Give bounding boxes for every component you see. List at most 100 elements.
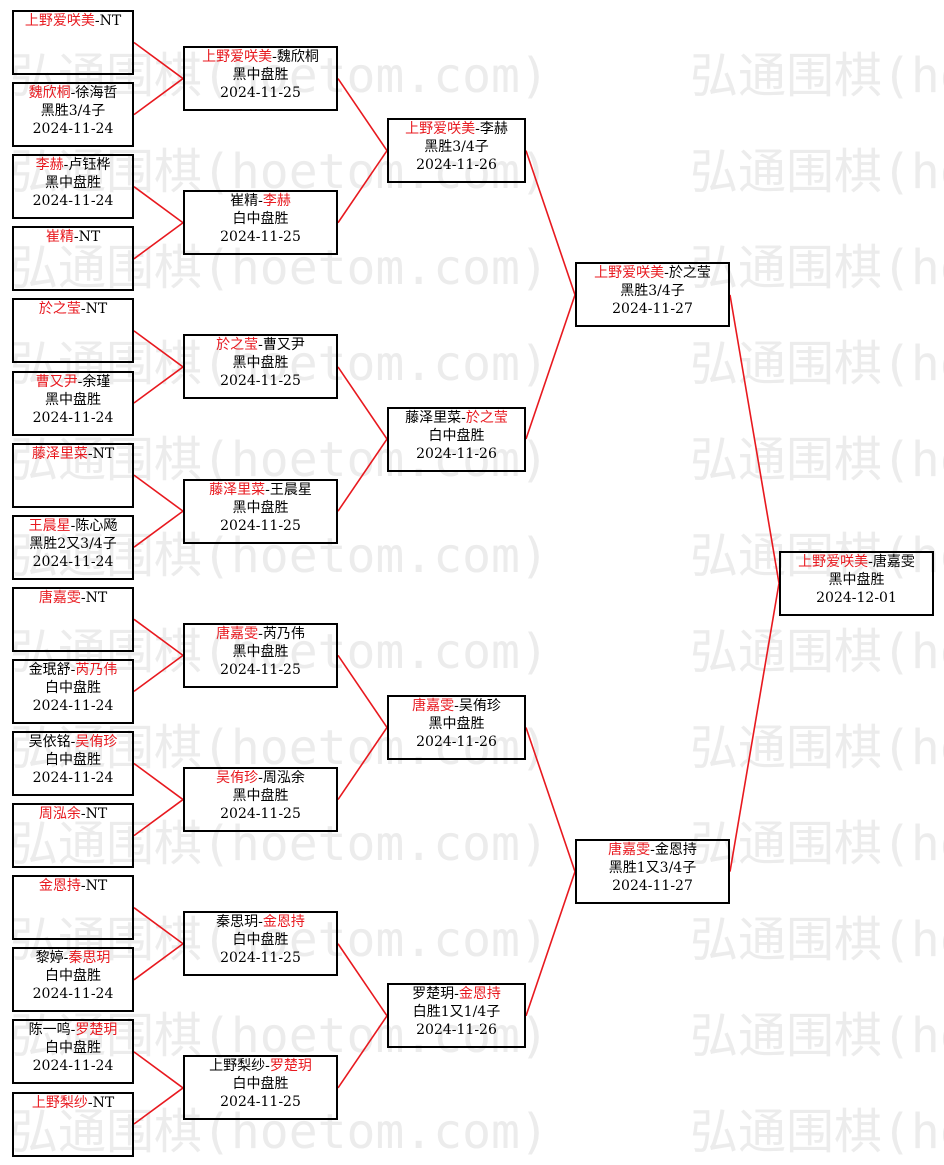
vs-dash: - bbox=[87, 446, 93, 462]
match-date: 2024-11-24 bbox=[32, 770, 114, 786]
player-a: 上野梨纱 bbox=[31, 1095, 88, 1111]
vs-dash: - bbox=[70, 518, 76, 534]
player-b: NT bbox=[85, 878, 108, 894]
match-players: 周泓余-NT bbox=[14, 805, 132, 823]
player-a: 上野梨纱 bbox=[209, 1058, 266, 1074]
player-a: 崔精 bbox=[230, 193, 259, 209]
match-date: 2024-11-27 bbox=[612, 301, 693, 317]
vs-dash: - bbox=[265, 1058, 270, 1074]
match-date: 2024-11-25 bbox=[220, 85, 301, 101]
player-a: 周泓余 bbox=[38, 806, 81, 822]
player-b: 李赫 bbox=[479, 121, 508, 137]
vs-dash: - bbox=[80, 806, 86, 822]
vs-dash: - bbox=[70, 662, 76, 678]
match-date: 2024-11-26 bbox=[416, 446, 497, 462]
player-b: 卢钰桦 bbox=[68, 157, 111, 173]
match-result: 黑胜3/4子 bbox=[40, 103, 106, 119]
vs-dash: - bbox=[63, 157, 69, 173]
match-players: 上野爱咲美-於之莹 bbox=[577, 264, 728, 282]
connector-line bbox=[133, 366, 184, 404]
player-b: 唐嘉雯 bbox=[872, 554, 915, 570]
player-b: NT bbox=[99, 13, 122, 29]
player-a: 上野爱咲美 bbox=[594, 265, 665, 281]
match-players: 秦思玥-金恩持 bbox=[185, 913, 336, 931]
player-b: 陈心飏 bbox=[75, 518, 118, 534]
match-date: 2024-11-24 bbox=[32, 193, 114, 209]
vs-dash: - bbox=[258, 626, 263, 642]
player-a: 李赫 bbox=[35, 157, 64, 173]
match-date: 2024-11-25 bbox=[220, 518, 301, 534]
player-b: NT bbox=[85, 806, 108, 822]
match-players: 李赫-卢钰桦 bbox=[14, 156, 132, 174]
match-date: 2024-11-24 bbox=[32, 554, 114, 570]
connector-line bbox=[133, 907, 184, 945]
player-b: 秦思玥 bbox=[68, 950, 111, 966]
match-date: 2024-11-24 bbox=[32, 986, 114, 1002]
player-b: NT bbox=[92, 446, 115, 462]
vs-dash: - bbox=[868, 554, 873, 570]
connector-line bbox=[133, 654, 184, 693]
match-result: 白中盘胜 bbox=[45, 680, 101, 696]
match-result: 黑胜3/4子 bbox=[620, 283, 685, 299]
match-box-r4-1: 上野爱咲美-於之莹黑胜3/4子 2024-11-27 bbox=[575, 262, 730, 327]
match-date: 2024-11-25 bbox=[220, 229, 301, 245]
vs-dash: - bbox=[475, 121, 480, 137]
player-b: 於之莹 bbox=[668, 265, 711, 281]
match-date: 2024-11-26 bbox=[416, 1022, 497, 1038]
match-players: 上野梨纱-罗楚玥 bbox=[185, 1057, 336, 1075]
vs-dash: - bbox=[77, 374, 83, 390]
match-result: 黑中盘胜 bbox=[45, 175, 101, 191]
match-date bbox=[14, 841, 132, 859]
match-result bbox=[14, 318, 132, 336]
match-result bbox=[14, 463, 132, 481]
match-players: 上野爱咲美-唐嘉雯 bbox=[781, 553, 932, 571]
player-b: NT bbox=[78, 229, 101, 245]
player-b: 周泓余 bbox=[262, 770, 305, 786]
match-box-r1-12: 周泓余-NT bbox=[12, 803, 134, 868]
match-result bbox=[14, 30, 132, 48]
vs-dash: - bbox=[94, 13, 100, 29]
match-date: 2024-11-24 bbox=[32, 698, 114, 714]
match-date: 2024-11-27 bbox=[612, 878, 693, 894]
player-b: 罗楚玥 bbox=[269, 1058, 312, 1074]
player-a: 魏欣桐 bbox=[28, 85, 71, 101]
connector-line bbox=[729, 583, 780, 872]
connector-line bbox=[337, 1015, 388, 1089]
match-result: 黑胜3/4子 bbox=[424, 139, 489, 155]
match-players: 曹又尹-余瑾 bbox=[14, 373, 132, 391]
connector-line bbox=[525, 727, 576, 872]
match-result: 黑中盘胜 bbox=[45, 392, 101, 408]
match-players: 上野爱咲美-魏欣桐 bbox=[185, 48, 336, 66]
player-a: 吴依铭 bbox=[28, 734, 71, 750]
match-result: 黑胜1又3/4子 bbox=[608, 860, 697, 876]
match-date bbox=[14, 913, 132, 931]
vs-dash: - bbox=[63, 950, 69, 966]
player-b: 罗楚玥 bbox=[75, 1022, 118, 1038]
player-b: 金恩持 bbox=[654, 842, 697, 858]
match-players: 金恩持-NT bbox=[14, 877, 132, 895]
match-result: 白中盘胜 bbox=[45, 968, 101, 984]
vs-dash: - bbox=[87, 1095, 93, 1111]
vs-dash: - bbox=[70, 85, 76, 101]
connector-line bbox=[133, 943, 184, 981]
vs-dash: - bbox=[461, 410, 466, 426]
player-a: 上野爱咲美 bbox=[798, 554, 869, 570]
connector-line bbox=[133, 762, 184, 801]
match-players: 崔精-NT bbox=[14, 228, 132, 246]
match-date: 2024-12-01 bbox=[816, 590, 897, 606]
match-result: 黑中盘胜 bbox=[232, 500, 289, 516]
match-date: 2024-11-25 bbox=[220, 950, 301, 966]
connector-line bbox=[337, 150, 388, 224]
connector-line bbox=[133, 618, 184, 656]
connector-line bbox=[337, 366, 388, 440]
player-b: 曹又尹 bbox=[262, 337, 305, 353]
